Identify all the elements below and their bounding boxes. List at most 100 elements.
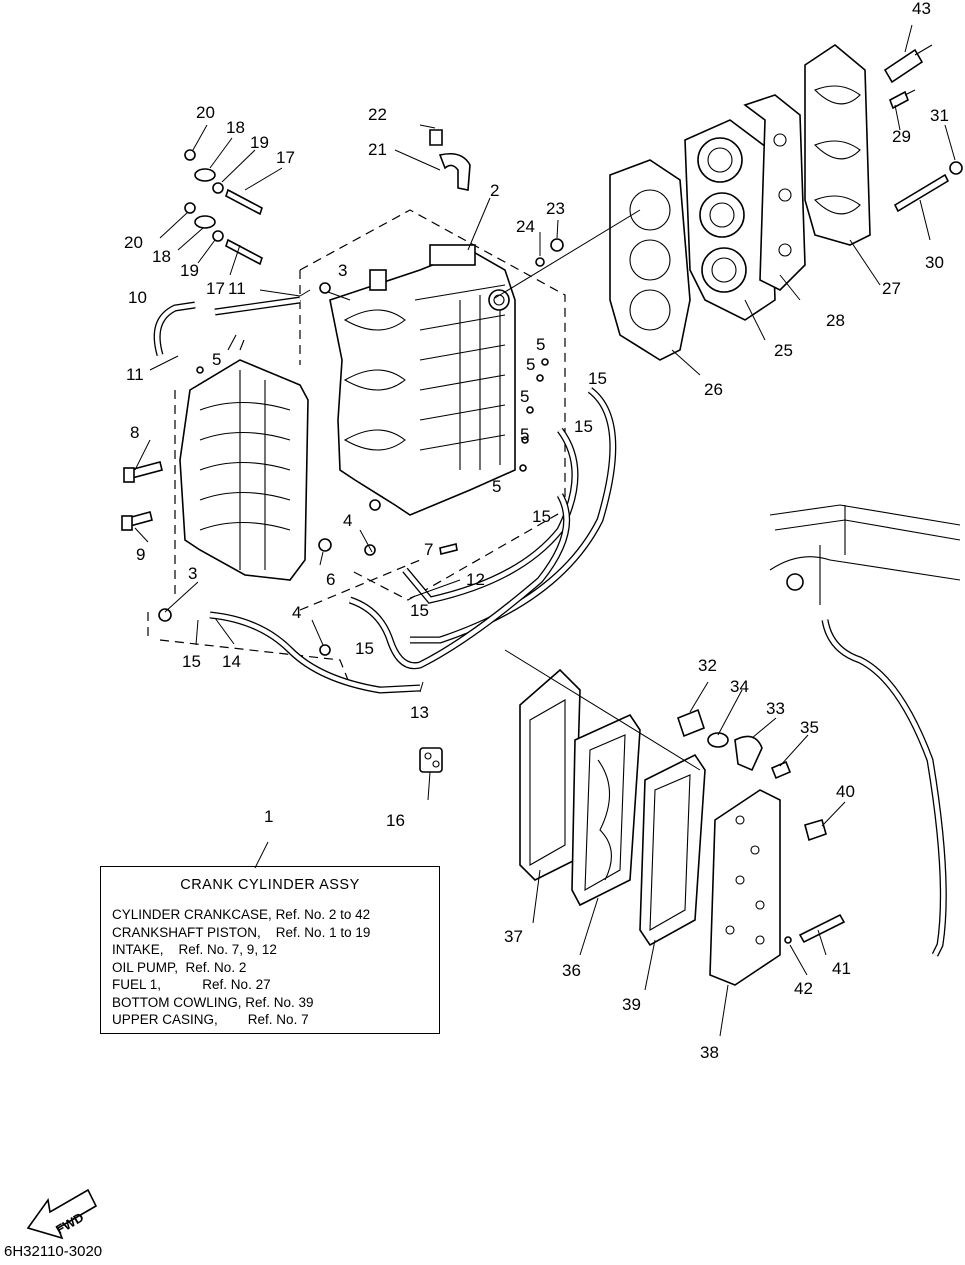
callout-2: 2 bbox=[490, 181, 499, 200]
callout-27: 27 bbox=[882, 279, 901, 298]
callout-33: 33 bbox=[766, 699, 785, 718]
legend-name: BOTTOM COWLING, bbox=[112, 994, 242, 1010]
crankcase-half bbox=[179, 334, 309, 581]
callout-20b: 20 bbox=[124, 233, 143, 252]
callout-15a: 15 bbox=[588, 369, 607, 388]
exhaust-cover-38 bbox=[709, 789, 781, 986]
callout-4a: 4 bbox=[343, 511, 352, 530]
legend-box: CRANK CYLINDER ASSY CYLINDER CRANKCASE, … bbox=[100, 866, 440, 1034]
callout-13: 13 bbox=[410, 703, 429, 722]
callout-21: 21 bbox=[368, 140, 387, 159]
legend-ref: Ref. No. 39 bbox=[245, 994, 314, 1010]
legend-row: UPPER CASING, Ref. No. 7 bbox=[112, 1012, 370, 1030]
callout-8: 8 bbox=[130, 423, 139, 442]
legend-row: OIL PUMP, Ref. No. 2 bbox=[112, 960, 370, 978]
legend-name: OIL PUMP, bbox=[112, 959, 179, 975]
callout-11b: 11 bbox=[126, 365, 144, 384]
callout-18b: 18 bbox=[152, 247, 171, 266]
callout-3b: 3 bbox=[188, 564, 197, 583]
tube-41 bbox=[784, 913, 846, 944]
legend-name: CYLINDER CRANKCASE, bbox=[112, 907, 272, 922]
callout-5b: 5 bbox=[536, 335, 545, 354]
callout-23: 23 bbox=[546, 199, 565, 218]
exhaust-plate-36 bbox=[571, 713, 641, 907]
legend-name: INTAKE, bbox=[112, 942, 164, 957]
callout-31: 31 bbox=[930, 106, 949, 125]
callout-25: 25 bbox=[774, 341, 793, 360]
callout-20a: 20 bbox=[196, 103, 215, 122]
legend-row: CRANKSHAFT PISTON, Ref. No. 1 to 19 bbox=[112, 925, 370, 943]
bolt-8 bbox=[123, 461, 163, 483]
callout-5d: 5 bbox=[520, 425, 529, 444]
callout-11a: 11 bbox=[228, 279, 246, 298]
callout-37: 37 bbox=[504, 927, 523, 946]
spark-plug bbox=[883, 44, 933, 84]
callout-26: 26 bbox=[704, 380, 723, 399]
callout-10: 10 bbox=[128, 288, 147, 307]
cylinder-crankcase bbox=[329, 244, 516, 516]
callout-9: 9 bbox=[136, 545, 145, 564]
callout-12: 12 bbox=[466, 570, 485, 589]
callout-15d: 15 bbox=[410, 601, 429, 620]
callout-3a: 3 bbox=[338, 261, 347, 280]
callout-6: 6 bbox=[326, 570, 335, 589]
callout-17b: 17 bbox=[206, 279, 225, 298]
callout-24: 24 bbox=[516, 217, 535, 236]
legend-name: FUEL 1, bbox=[112, 977, 162, 992]
callout-36: 36 bbox=[562, 961, 581, 980]
head-bolt bbox=[889, 89, 916, 110]
callout-15c: 15 bbox=[532, 507, 551, 526]
plug-24 bbox=[535, 257, 545, 267]
callout-1: 1 bbox=[264, 807, 273, 826]
legend-name: UPPER CASING, bbox=[112, 1012, 218, 1027]
callout-5f: 5 bbox=[526, 355, 535, 374]
callout-16: 16 bbox=[386, 811, 405, 830]
callout-28: 28 bbox=[826, 311, 845, 330]
hose-clamp-bracket bbox=[429, 129, 471, 191]
fwd-arrow: FWD bbox=[26, 1188, 98, 1240]
callout-4b: 4 bbox=[292, 603, 301, 622]
hoses bbox=[153, 296, 617, 694]
plug-23 bbox=[550, 238, 564, 252]
assembly-outline bbox=[147, 209, 566, 681]
bolt-9 bbox=[121, 511, 153, 531]
callout-19a: 19 bbox=[250, 133, 269, 152]
legend-title: CRANK CYLINDER ASSY bbox=[180, 877, 360, 893]
head-cover bbox=[804, 44, 871, 246]
exhaust-gasket-39 bbox=[639, 753, 706, 947]
nut bbox=[949, 161, 963, 175]
callout-39: 39 bbox=[622, 995, 641, 1014]
callout-34: 34 bbox=[730, 677, 749, 696]
callout-5a: 5 bbox=[212, 350, 221, 369]
callout-29: 29 bbox=[892, 127, 911, 146]
callout-labels: 20 18 19 17 20 18 19 17 11 10 11 5 22 21… bbox=[124, 0, 949, 1062]
small-fittings bbox=[158, 282, 549, 656]
legend-list: CYLINDER CRANKCASE, Ref. No. 2 to 42 CRA… bbox=[112, 907, 370, 1030]
legend-row: CYLINDER CRANKCASE, Ref. No. 2 to 42 bbox=[112, 907, 370, 925]
callout-40: 40 bbox=[836, 782, 855, 801]
callout-30: 30 bbox=[925, 253, 944, 272]
legend-ref: Ref. No. 7 bbox=[247, 1012, 309, 1027]
bottom-cowling-sketch bbox=[769, 504, 961, 957]
legend-ref: Ref. No. 2 bbox=[185, 959, 247, 975]
callout-5c: 5 bbox=[520, 387, 529, 406]
callout-5e: 5 bbox=[492, 477, 501, 496]
callout-18a: 18 bbox=[226, 118, 245, 137]
legend-ref: Ref. No. 27 bbox=[202, 977, 271, 992]
stud-bolt bbox=[893, 173, 950, 213]
clip-16 bbox=[419, 747, 443, 773]
callout-15e: 15 bbox=[355, 639, 374, 658]
document-code: 6H32110-3020 bbox=[4, 1243, 103, 1260]
legend-ref: Ref. No. 7, 9, 12 bbox=[178, 942, 277, 957]
callout-22: 22 bbox=[368, 105, 387, 124]
callout-15f: 15 bbox=[182, 652, 201, 671]
callout-32: 32 bbox=[698, 656, 717, 675]
thermostat bbox=[677, 708, 827, 842]
callout-17a: 17 bbox=[276, 148, 295, 167]
legend-ref: Ref. No. 1 to 19 bbox=[275, 924, 371, 940]
callout-38: 38 bbox=[700, 1043, 719, 1062]
head-cover-gasket bbox=[743, 94, 806, 291]
callout-15b: 15 bbox=[574, 417, 593, 436]
leader-lines bbox=[134, 24, 956, 1037]
